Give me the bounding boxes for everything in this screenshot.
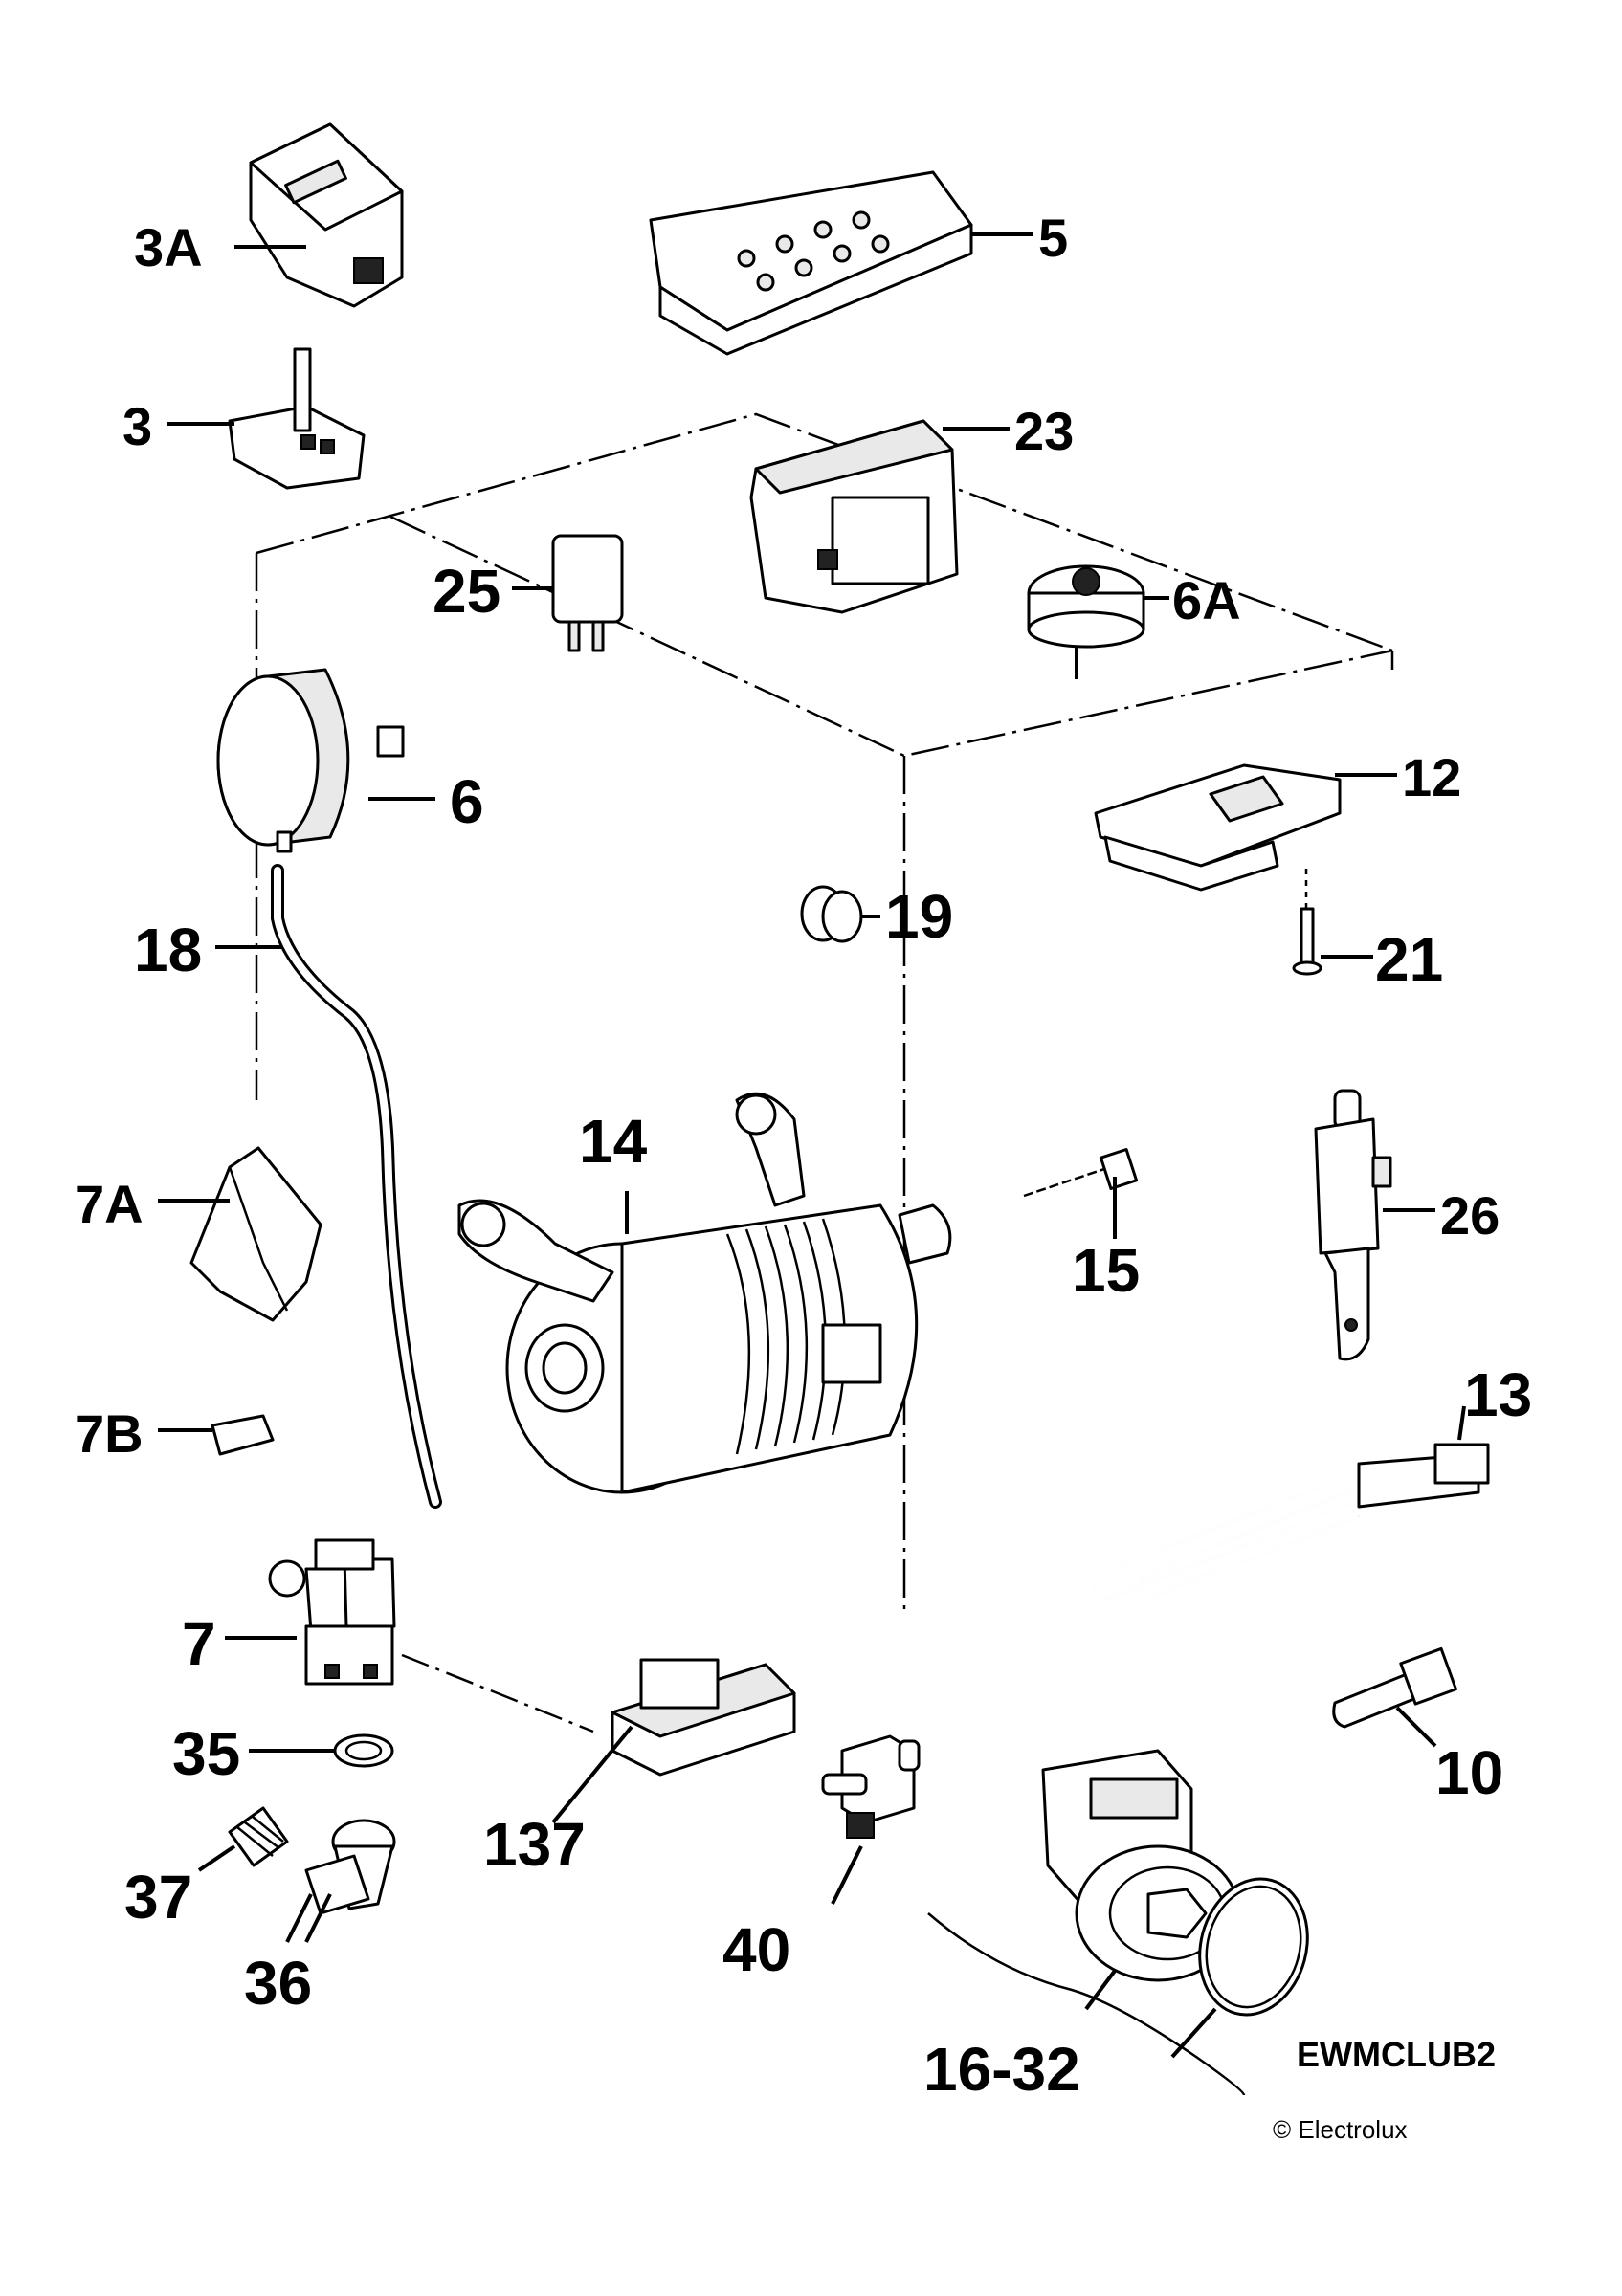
electronic-module-icon <box>749 419 1010 614</box>
label-5: 5 <box>1038 208 1068 268</box>
pressure-switch-icon <box>216 668 435 853</box>
label-35: 35 <box>172 1719 240 1788</box>
label-3A: 3A <box>134 217 203 277</box>
label-23: 23 <box>1014 401 1074 461</box>
control-board-icon <box>649 170 1033 356</box>
interference-filter-icon <box>551 1658 796 1824</box>
label-25: 25 <box>433 557 500 626</box>
selector-housing-icon <box>234 122 404 308</box>
label-7: 7 <box>182 1609 216 1678</box>
label-21: 21 <box>1375 925 1443 994</box>
drain-pump-icon <box>927 1749 1309 2096</box>
clip-icon <box>158 1414 275 1456</box>
selector-switch-icon <box>167 347 366 490</box>
label-12: 12 <box>1402 747 1461 807</box>
door-lock-icon <box>1094 763 1397 892</box>
relay-icon <box>512 534 624 652</box>
label-13: 13 <box>1464 1360 1532 1429</box>
water-valve-icon <box>225 1538 594 1733</box>
valve-cover-icon <box>158 1146 322 1322</box>
label-37: 37 <box>124 1863 192 1932</box>
label-10: 10 <box>1435 1738 1503 1807</box>
label-7A: 7A <box>75 1174 144 1234</box>
label-19: 19 <box>885 882 953 951</box>
screw-15-icon <box>1023 1148 1139 1239</box>
model-code: EWMCLUB2 <box>1297 2035 1496 2074</box>
label-36: 36 <box>244 1949 312 2018</box>
pressure-switch-small-icon <box>1027 564 1169 679</box>
label-40: 40 <box>722 1915 790 1984</box>
label-18: 18 <box>134 916 202 984</box>
screw-icon <box>1292 869 1373 976</box>
copyright: © Electrolux <box>1273 2115 1408 2144</box>
grommet-icon <box>800 885 880 943</box>
filter-mesh-icon <box>197 1806 289 1872</box>
label-6: 6 <box>450 767 484 836</box>
label-6A: 6A <box>1172 570 1241 630</box>
label-15: 15 <box>1072 1236 1140 1305</box>
temperature-sensor-icon <box>1314 1089 1435 1361</box>
label-7B: 7B <box>75 1403 144 1464</box>
motor-icon <box>457 1092 952 1494</box>
label-3: 3 <box>122 396 152 456</box>
heating-element-icon <box>1094 1405 1490 1600</box>
hose-icon <box>215 864 442 1509</box>
inlet-nozzle-icon <box>285 1819 396 1943</box>
label-26: 26 <box>1440 1185 1500 1246</box>
connector-icon <box>821 1734 921 1905</box>
label-16-32: 16-32 <box>923 2035 1080 2104</box>
label-137: 137 <box>483 1810 586 1879</box>
ntc-probe-icon <box>1332 1646 1457 1748</box>
gasket-ring-icon <box>249 1733 394 1768</box>
label-14: 14 <box>579 1107 648 1176</box>
